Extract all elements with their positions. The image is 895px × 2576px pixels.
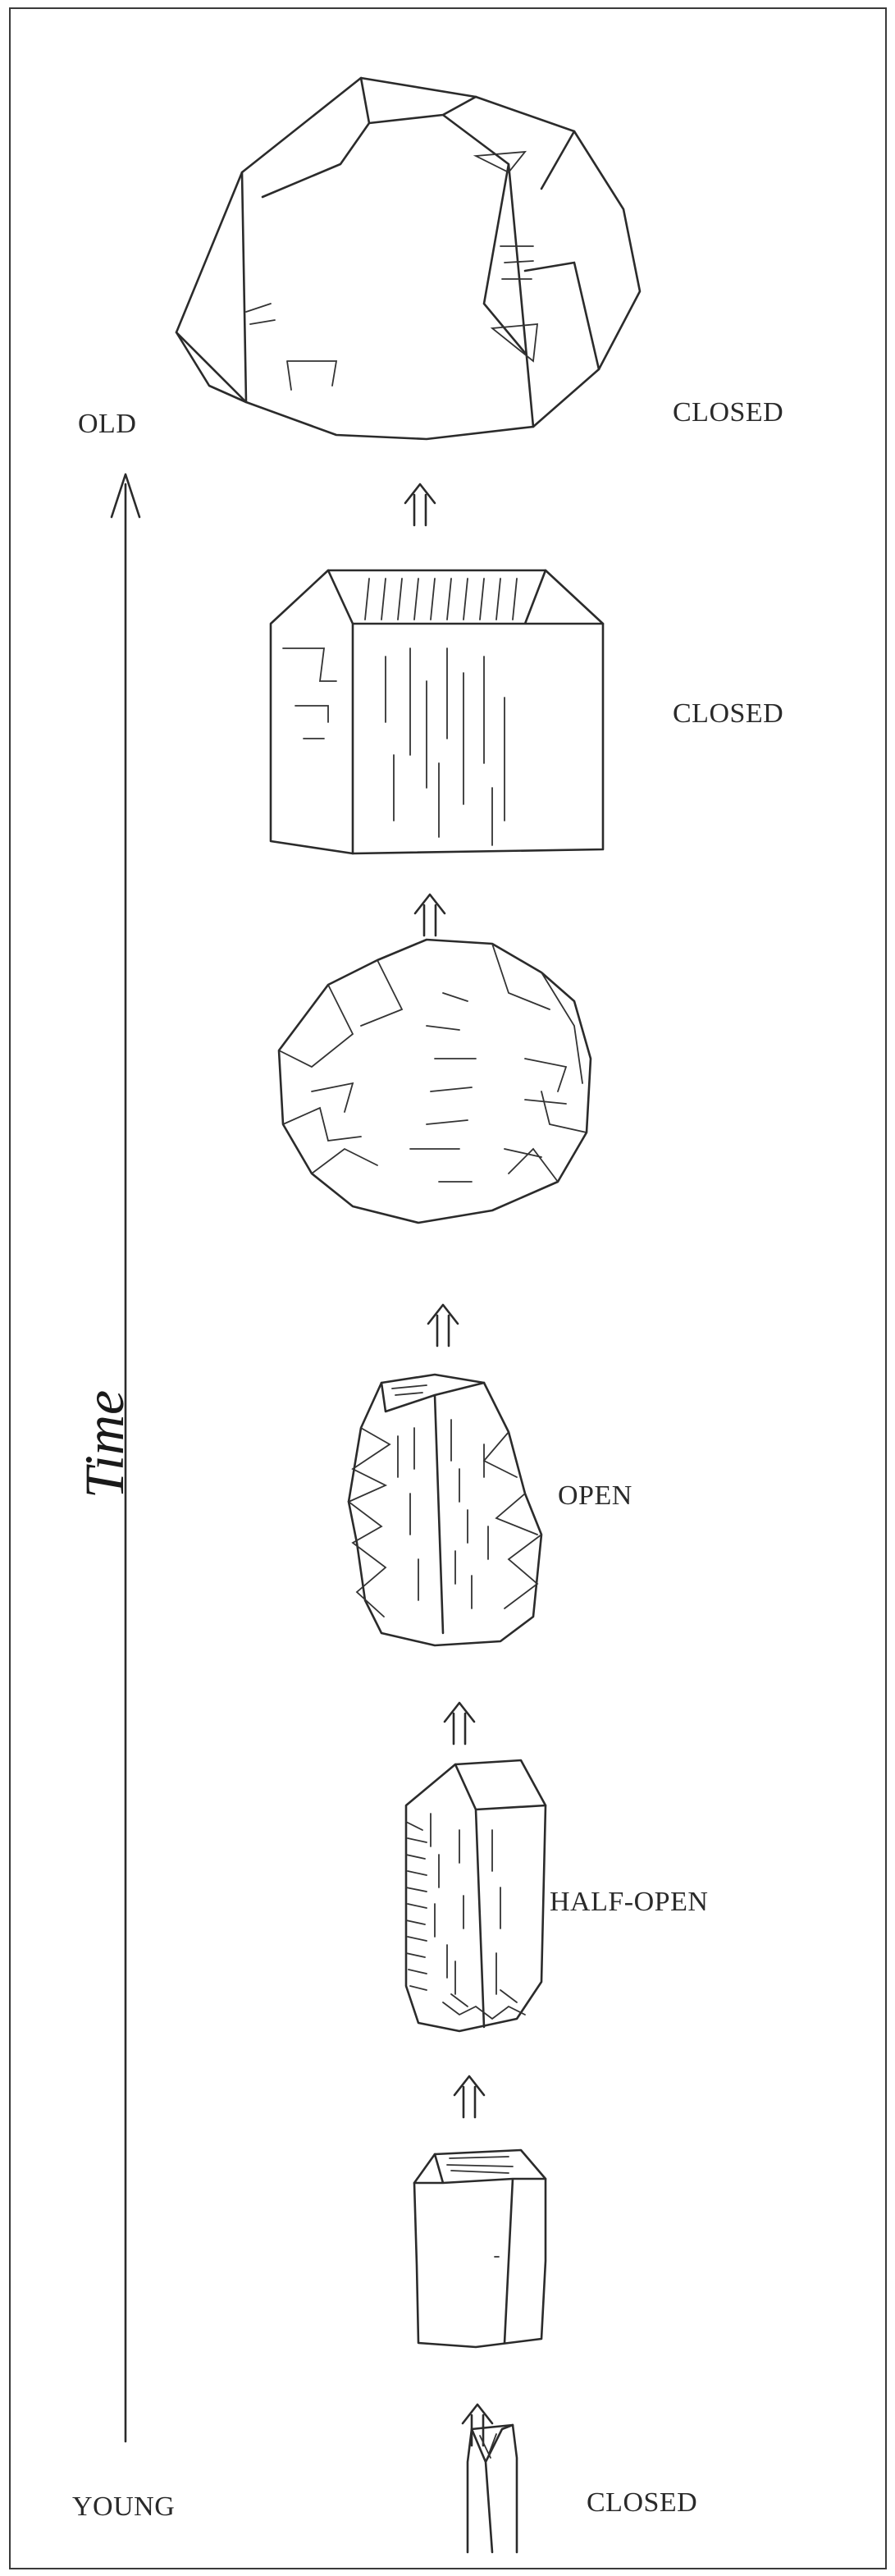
old-label: OLD [78, 409, 136, 439]
stage-5-label: HALF-OPEN [550, 1887, 708, 1917]
time-label: Time [73, 1390, 135, 1498]
young-label: YOUNG [72, 2491, 175, 2522]
stage-2-label: CLOSED [673, 698, 783, 729]
stage-7-label: CLOSED [587, 2487, 697, 2518]
stage-1-label: CLOSED [673, 397, 783, 428]
stage-4-label: OPEN [558, 1480, 632, 1511]
